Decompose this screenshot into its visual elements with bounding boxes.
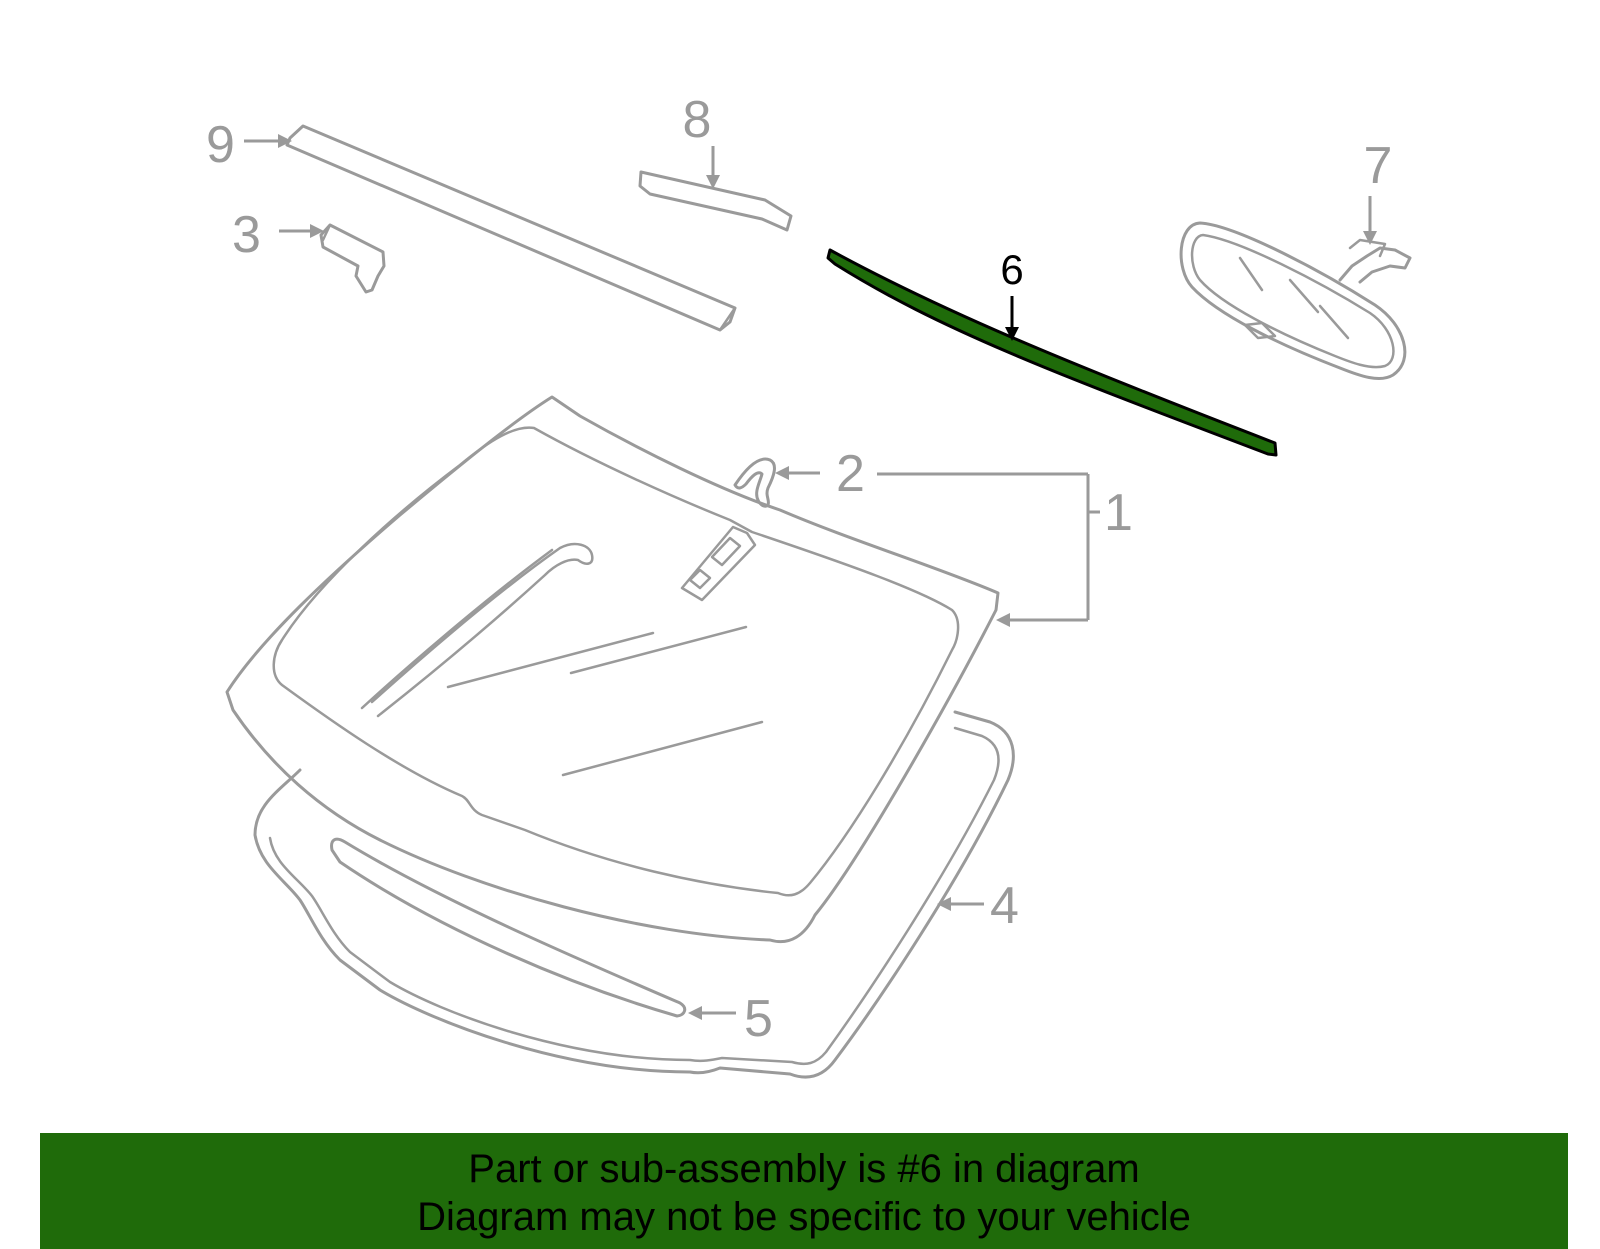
callout-5: 5 <box>688 990 773 1048</box>
part-6-weatherstrip <box>826 248 1278 457</box>
part-5-lower-strip <box>330 837 687 1018</box>
callout-8: 8 <box>683 91 720 189</box>
banner-line-2: Diagram may not be specific to your vehi… <box>417 1195 1191 1239</box>
part-7-mirror <box>1179 221 1412 380</box>
callout-7: 7 <box>1363 137 1392 245</box>
banner-line-1: Part or sub-assembly is #6 in diagram <box>468 1147 1140 1191</box>
callout-4: 4 <box>937 877 1019 935</box>
callout-1-label: 1 <box>1104 484 1133 542</box>
callout-6-label: 6 <box>1000 246 1023 293</box>
callout-8-label: 8 <box>683 91 712 149</box>
callout-2: 2 <box>775 445 865 503</box>
part-2-clip <box>733 457 776 508</box>
callout-1: 1 <box>877 472 1133 627</box>
part-4-windshield-molding <box>253 710 1015 1079</box>
callout-2-label: 2 <box>836 445 865 503</box>
info-banner: Part or sub-assembly is #6 in diagram Di… <box>40 1133 1568 1249</box>
callout-9: 9 <box>206 116 292 174</box>
part-9-molding <box>285 124 737 332</box>
callout-7-label: 7 <box>1364 137 1393 195</box>
callout-3: 3 <box>232 206 324 264</box>
callout-5-label: 5 <box>744 990 773 1048</box>
part-8-molding <box>638 170 793 232</box>
callout-4-label: 4 <box>990 877 1019 935</box>
callout-9-label: 9 <box>206 116 235 174</box>
callout-3-label: 3 <box>232 206 261 264</box>
part-1-windshield-glass <box>225 395 1000 943</box>
callout-6: 6 <box>1000 246 1024 341</box>
part-3-bracket <box>319 223 386 294</box>
